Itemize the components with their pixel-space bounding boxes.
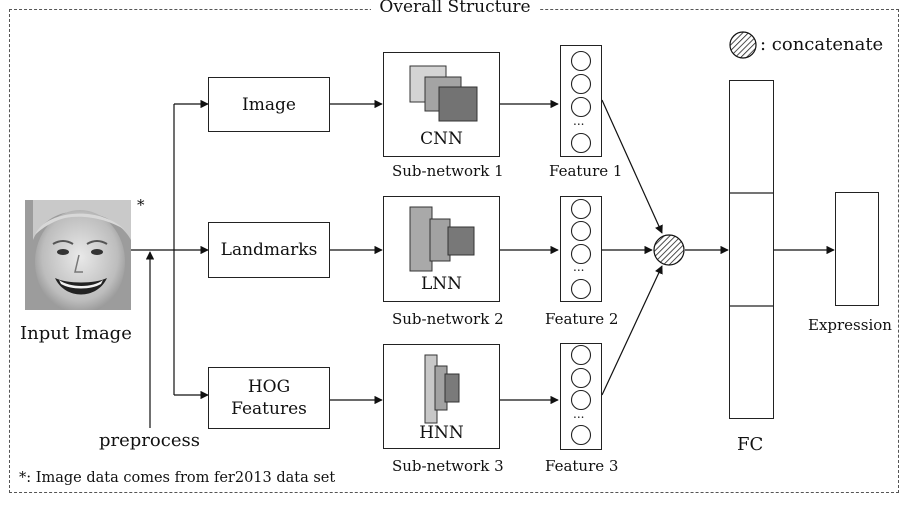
landmarks-input-box: Landmarks: [208, 222, 330, 278]
feature3-label: Feature 3: [545, 457, 619, 475]
subnet2-label: Sub-network 2: [392, 310, 504, 328]
hnn-label: HNN: [419, 423, 464, 443]
subnet1-label: Sub-network 1: [392, 162, 504, 180]
hog-label-line2: Features: [231, 399, 307, 419]
hnn-subnet-box: HNN: [383, 344, 500, 449]
feature3-column: [560, 343, 602, 450]
preprocess-label: preprocess: [99, 430, 200, 451]
arrow-feature3-to-concat: [601, 265, 663, 396]
landmarks-input-label: Landmarks: [220, 240, 318, 260]
cnn-label: CNN: [420, 129, 463, 149]
feature3-ellipsis: ...: [573, 407, 585, 421]
feature2-label: Feature 2: [545, 310, 619, 328]
feature1-column: [560, 45, 602, 157]
cnn-subnet-box: CNN: [383, 52, 500, 157]
legend-label: : concatenate: [760, 34, 884, 55]
subnet3-label: Sub-network 3: [392, 457, 504, 475]
feature1-label: Feature 1: [549, 162, 623, 180]
concat-node: [653, 234, 685, 266]
input-face-image: [25, 200, 131, 310]
input-asterisk: *: [137, 196, 145, 214]
input-image-label: Input Image: [20, 323, 132, 344]
footnote: *: Image data comes from fer2013 data se…: [19, 470, 336, 486]
feature2-ellipsis: ...: [573, 260, 585, 274]
feature1-ellipsis: ...: [573, 114, 585, 128]
image-input-label: Image: [242, 94, 296, 115]
diagram-title: Overall Structure: [0, 0, 910, 17]
expression-output-box: [835, 192, 879, 306]
hog-label-line1: HOG: [247, 377, 291, 397]
hog-input-box: HOG Features: [208, 367, 330, 429]
image-input-box: Image: [208, 77, 330, 132]
arrow-feature1-to-concat: [601, 99, 663, 234]
feature2-column: [560, 196, 602, 302]
legend-concat-symbol: [729, 31, 757, 59]
lnn-subnet-box: LNN: [383, 196, 500, 302]
fc-block: [729, 80, 774, 419]
fc-label: FC: [737, 434, 764, 455]
lnn-label: LNN: [420, 274, 463, 294]
expression-label: Expression: [808, 316, 892, 334]
